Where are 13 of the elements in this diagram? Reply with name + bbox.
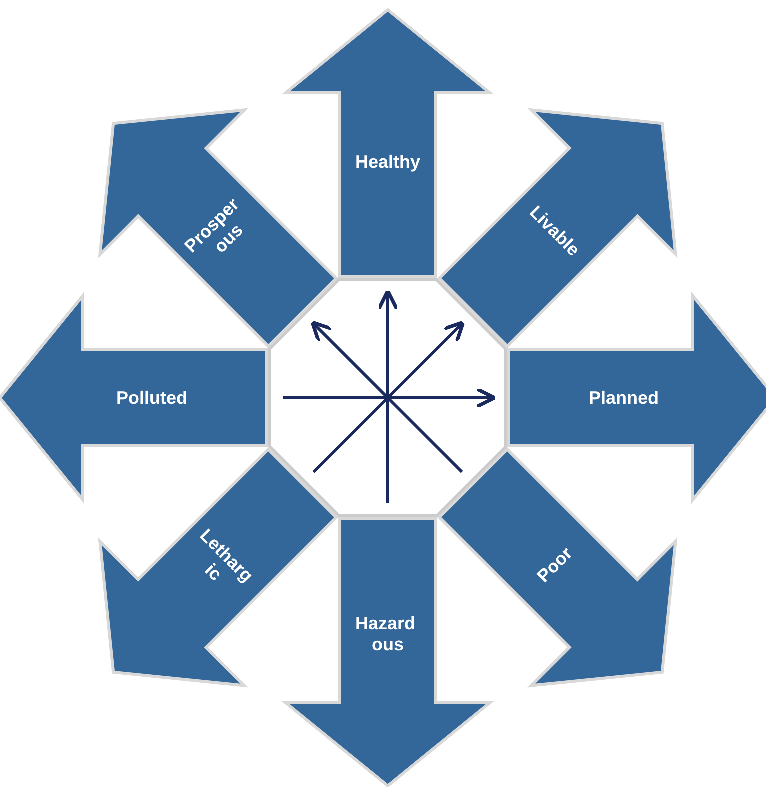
pointed-panel bbox=[0, 292, 268, 504]
compass-drawing bbox=[268, 278, 508, 518]
pointed-panel bbox=[508, 292, 766, 504]
pointed-panel bbox=[282, 518, 494, 787]
pointed-panel bbox=[98, 447, 339, 688]
panel-label: Planned bbox=[589, 388, 659, 408]
pointed-panel bbox=[437, 447, 678, 688]
panel-label: Hazard ous bbox=[355, 614, 416, 654]
pointed-panel bbox=[98, 108, 339, 349]
panel-label: Healthy bbox=[355, 152, 421, 172]
pointed-panel bbox=[437, 108, 678, 349]
panel-label: Polluted bbox=[116, 388, 188, 408]
pointed-panel bbox=[282, 8, 494, 278]
